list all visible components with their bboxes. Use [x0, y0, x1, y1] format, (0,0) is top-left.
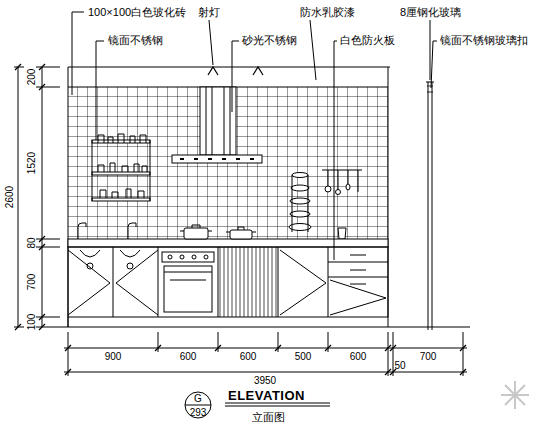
height-dimension: 80: [25, 237, 38, 248]
width-dimension: 500: [295, 350, 312, 363]
material-callout: 8厘钢化玻璃: [400, 6, 461, 19]
width-dimension: 700: [420, 350, 437, 363]
height-dimension: 700: [25, 274, 38, 291]
width-dimension: 600: [180, 350, 197, 363]
drawing-caption: 立面图: [252, 411, 285, 424]
sheet-letter: G: [194, 392, 202, 405]
width-dimension: 600: [350, 350, 367, 363]
material-callout: 防水乳胶漆: [300, 6, 355, 19]
material-callout: 镜面不锈钢玻璃扣: [440, 34, 528, 47]
material-callout: 射灯: [198, 6, 220, 19]
material-callout: 砂光不锈钢: [242, 34, 297, 47]
material-callout: 镜面不锈钢: [108, 34, 163, 47]
height-dimension: 100: [25, 314, 38, 331]
height-dimension: 2600: [3, 186, 16, 208]
material-callout: 白色防火板: [340, 34, 395, 47]
sheet-number: 293: [190, 406, 207, 419]
width-dimension: 600: [240, 350, 257, 363]
height-dimension: 200: [25, 69, 38, 86]
material-callout: 100×100白色玻化砖: [88, 6, 186, 19]
width-dimension: 50: [394, 359, 405, 372]
drawing-title: ELEVATION: [228, 389, 305, 402]
width-dimension: 900: [105, 350, 122, 363]
height-dimension: 1520: [25, 152, 38, 174]
width-dimension: 3950: [254, 374, 276, 387]
